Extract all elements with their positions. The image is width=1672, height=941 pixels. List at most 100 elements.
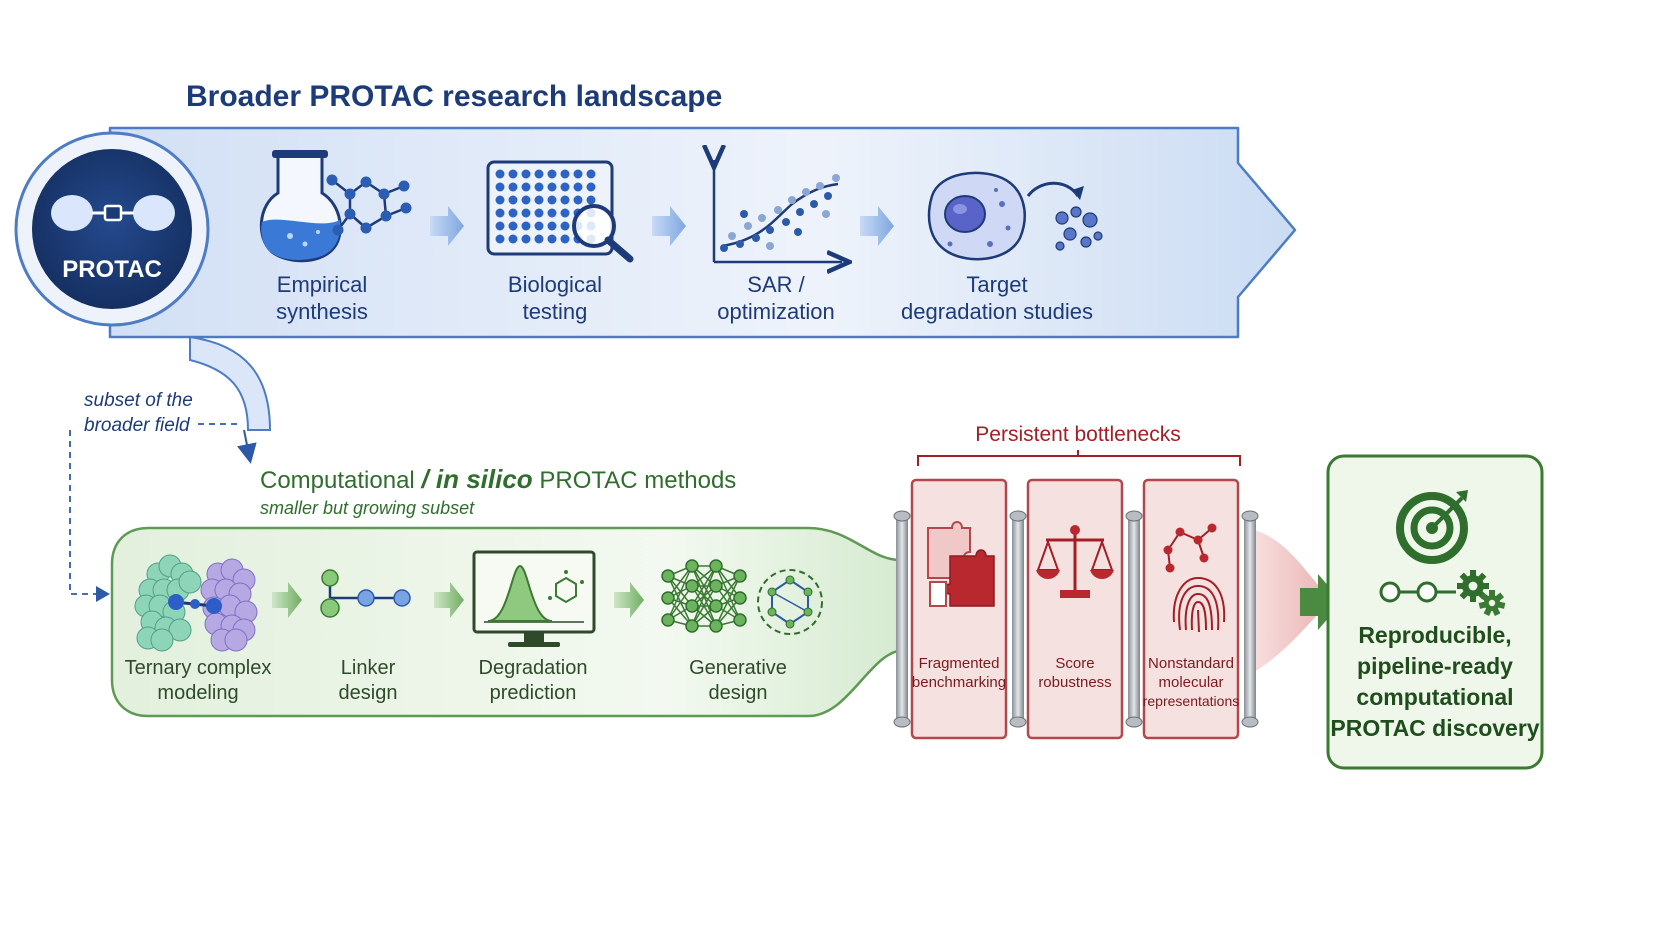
bottleneck-output-arrow bbox=[1300, 574, 1342, 630]
top-step-3-line2: optimization bbox=[717, 299, 834, 324]
scatter-dot bbox=[736, 240, 744, 248]
well bbox=[521, 182, 531, 192]
well bbox=[534, 221, 544, 231]
bottleneck-card-score bbox=[1026, 478, 1124, 740]
bottleneck-2-line1: Score bbox=[1055, 655, 1094, 672]
outcome-card bbox=[1326, 454, 1544, 770]
protein-complex-icon bbox=[134, 554, 258, 652]
bottom-step-2-line2: design bbox=[339, 682, 398, 704]
flask-molecule-icon bbox=[259, 150, 412, 263]
monitor-curve-icon bbox=[472, 550, 596, 647]
well bbox=[560, 182, 570, 192]
well bbox=[508, 195, 518, 205]
well bbox=[508, 234, 518, 244]
well bbox=[495, 221, 505, 231]
scatter-dot bbox=[832, 174, 840, 182]
scatter-dot bbox=[766, 226, 774, 234]
top-step-arrow-2 bbox=[652, 206, 686, 246]
protac-molecule-icon bbox=[51, 195, 175, 231]
protein-bead bbox=[178, 570, 202, 594]
well bbox=[560, 195, 570, 205]
well bbox=[521, 195, 531, 205]
scatter-dot bbox=[720, 244, 728, 252]
bottleneck-1-line2: benchmarking bbox=[912, 674, 1006, 691]
nn-node bbox=[661, 591, 675, 605]
well bbox=[534, 208, 544, 218]
nn-node bbox=[709, 599, 723, 613]
subset-note-arrowhead bbox=[96, 586, 110, 602]
cell-degradation-icon bbox=[927, 171, 1103, 261]
top-step-arrow-1 bbox=[430, 206, 464, 246]
top-step-2-line2: testing bbox=[523, 299, 588, 324]
subset-note-dashed-line bbox=[69, 423, 240, 595]
top-step-3-line1: SAR / bbox=[747, 272, 805, 297]
bottlenecks-bracket bbox=[917, 450, 1241, 466]
gear-tooth bbox=[1470, 570, 1476, 578]
subset-connector-arrow bbox=[237, 429, 257, 464]
subset-note-line1: subset of the bbox=[84, 390, 193, 411]
scatter-dot bbox=[810, 200, 818, 208]
scatter-dot bbox=[788, 196, 796, 204]
well bbox=[495, 208, 505, 218]
protac-badge bbox=[32, 149, 192, 309]
well bbox=[508, 208, 518, 218]
bottom-title: Computational / in silico PROTAC methods bbox=[260, 464, 736, 494]
protac-badge-label: PROTAC bbox=[62, 256, 162, 283]
well bbox=[573, 169, 583, 179]
bottleneck-3-line1: Nonstandard bbox=[1148, 655, 1234, 672]
bottlenecks-title: Persistent bottlenecks bbox=[975, 423, 1180, 446]
outcome-line1: Reproducible, bbox=[1358, 622, 1511, 648]
scatter-dot bbox=[822, 210, 830, 218]
bottom-step-arrow-1 bbox=[272, 582, 302, 618]
outcome-line4: PROTAC discovery bbox=[1330, 715, 1539, 741]
well bbox=[560, 208, 570, 218]
fingerprint-icon bbox=[1163, 523, 1226, 633]
scatter-dot bbox=[766, 242, 774, 250]
protein-bead bbox=[150, 628, 174, 652]
nn-node bbox=[709, 619, 723, 633]
scatter-plot-icon bbox=[714, 160, 842, 262]
scatter-dot bbox=[796, 208, 804, 216]
well bbox=[547, 208, 557, 218]
well bbox=[560, 234, 570, 244]
top-step-2-line1: Biological bbox=[508, 272, 602, 297]
protein-bead bbox=[168, 618, 192, 642]
well bbox=[560, 169, 570, 179]
scatter-dot bbox=[794, 228, 802, 236]
nn-edge bbox=[715, 585, 741, 621]
well bbox=[573, 195, 583, 205]
nn-node bbox=[733, 591, 747, 605]
nn-node bbox=[685, 619, 699, 633]
nn-edge bbox=[667, 575, 693, 627]
linker-chain-icon bbox=[320, 569, 411, 618]
scales-icon bbox=[1036, 525, 1114, 598]
bottom-step-3-line2: prediction bbox=[490, 682, 577, 704]
nn-node bbox=[661, 569, 675, 583]
nn-edge bbox=[715, 565, 741, 621]
nn-edge bbox=[715, 575, 741, 627]
top-step-4-line2: degradation studies bbox=[901, 299, 1093, 324]
bottom-title-part-c: PROTAC methods bbox=[533, 467, 737, 494]
bottom-step-2-line1: Linker bbox=[341, 657, 396, 679]
well-plate-icon bbox=[486, 160, 634, 263]
well bbox=[495, 234, 505, 244]
bottleneck-card-nonstandard bbox=[1142, 478, 1240, 740]
nn-edge bbox=[691, 565, 717, 607]
bottom-step-3-line1: Degradation bbox=[479, 657, 588, 679]
outcome-line2: pipeline-ready bbox=[1357, 653, 1513, 679]
bottom-step-1-line1: Ternary complex bbox=[125, 657, 272, 679]
gear-tooth bbox=[1489, 590, 1495, 598]
scatter-dot bbox=[740, 210, 748, 218]
scatter-dot bbox=[802, 188, 810, 196]
well bbox=[495, 195, 505, 205]
well bbox=[547, 182, 557, 192]
nn-edge bbox=[691, 585, 717, 627]
bottleneck-1-line1: Fragmented bbox=[919, 655, 1000, 672]
top-title: Broader PROTAC research landscape bbox=[186, 80, 722, 113]
nn-edge bbox=[667, 585, 693, 621]
bottom-title-part-a: Computational bbox=[260, 467, 421, 494]
nn-node bbox=[709, 579, 723, 593]
nn-node bbox=[685, 579, 699, 593]
scatter-dot bbox=[728, 232, 736, 240]
